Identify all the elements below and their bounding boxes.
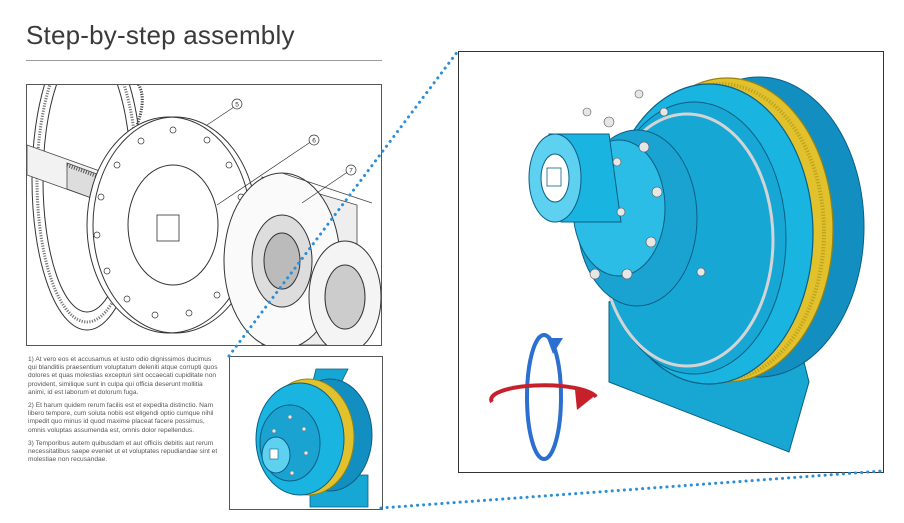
- svg-text:5: 5: [235, 102, 239, 109]
- title-divider: [26, 60, 382, 61]
- instruction-step-1: 1) At vero eos et accusamus et iusto odi…: [28, 356, 218, 396]
- page-title: Step-by-step assembly: [26, 20, 295, 50]
- assembly-thumbnail[interactable]: [229, 356, 383, 510]
- flange-disc: [86, 116, 258, 334]
- instructions-text: 1) At vero eos et accusamus et iusto odi…: [28, 356, 218, 469]
- callout-6: 6: [308, 134, 320, 146]
- assembly-thumbnail-image: [255, 368, 373, 508]
- svg-text:6: 6: [312, 138, 316, 145]
- instruction-step-2: 2) Et harum quidem rerum facilis est et …: [28, 402, 214, 434]
- instruction-step-3: 3) Temporibus autem quibusdam et aut off…: [28, 439, 218, 464]
- callout-7: 7: [345, 164, 357, 176]
- housing: [223, 172, 381, 345]
- exploded-drawing: 5 6 7: [27, 85, 381, 345]
- rotate-3d-icon[interactable]: [489, 333, 598, 461]
- assembly-3d-render: [489, 76, 865, 461]
- assembly-3d-view[interactable]: [458, 51, 884, 473]
- exploded-drawing-panel[interactable]: 5 6 7: [26, 84, 382, 346]
- callout-5: 5: [231, 98, 243, 110]
- svg-text:7: 7: [349, 168, 353, 175]
